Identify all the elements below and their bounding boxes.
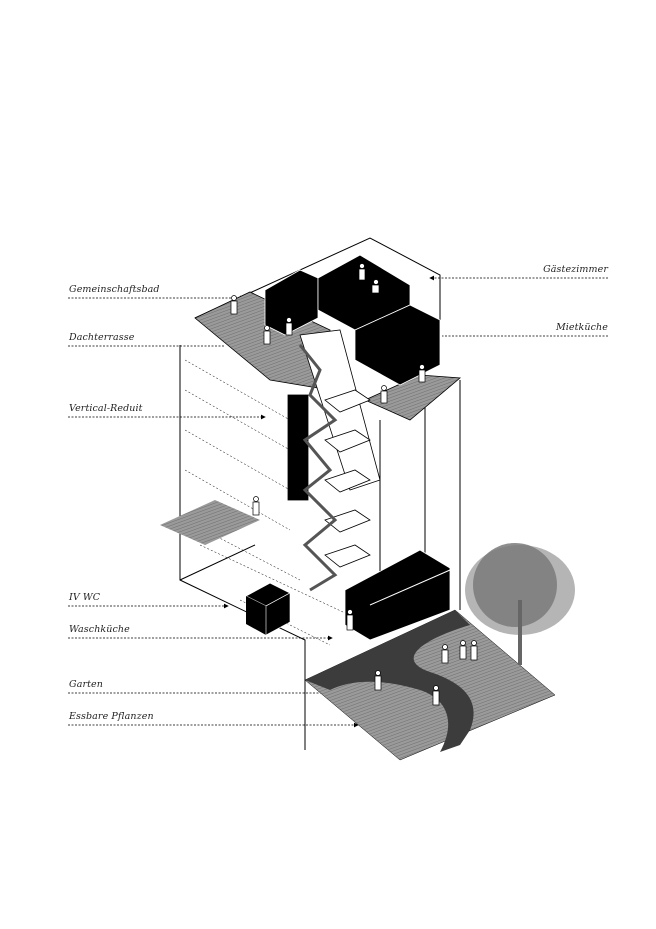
label-mietkueche: Mietküche bbox=[555, 322, 608, 333]
garden bbox=[304, 609, 556, 761]
person-icon bbox=[380, 385, 388, 404]
person-icon bbox=[441, 644, 449, 664]
label-garten: Garten bbox=[69, 679, 103, 690]
label-waschkueche: Waschküche bbox=[69, 624, 130, 635]
person-icon bbox=[432, 685, 440, 706]
label-essbare-pflanzen: Essbare Pflanzen bbox=[69, 711, 154, 722]
person-icon bbox=[358, 263, 366, 281]
hidden-lines bbox=[184, 359, 361, 646]
mid-terrace bbox=[364, 374, 462, 421]
people bbox=[230, 263, 478, 706]
label-iv-wc: IV WC bbox=[69, 592, 101, 603]
label-gemeinschaftsbad: Gemeinschaftsbad bbox=[69, 284, 160, 295]
tree bbox=[465, 543, 575, 665]
person-icon bbox=[346, 609, 354, 631]
person-icon bbox=[230, 295, 238, 315]
person-icon bbox=[371, 279, 380, 294]
building-frame bbox=[179, 237, 461, 750]
wc-block bbox=[245, 582, 291, 636]
person-icon bbox=[263, 325, 271, 345]
guest-room-block bbox=[264, 254, 441, 386]
courtyard-terrace bbox=[160, 500, 260, 545]
label-vertical-reduit: Vertical-Reduit bbox=[69, 403, 143, 414]
person-icon bbox=[252, 496, 260, 516]
leader-lines bbox=[68, 275, 608, 728]
person-icon bbox=[285, 317, 293, 336]
person-icon bbox=[418, 364, 426, 383]
person-icon bbox=[459, 640, 467, 660]
person-icon bbox=[470, 640, 478, 661]
person-icon bbox=[374, 670, 382, 691]
label-dachterrasse: Dachterrasse bbox=[69, 332, 135, 343]
stair-tower bbox=[287, 329, 381, 592]
laundry-block bbox=[344, 549, 451, 641]
label-gaestezimmer: Gästezimmer bbox=[543, 264, 608, 275]
